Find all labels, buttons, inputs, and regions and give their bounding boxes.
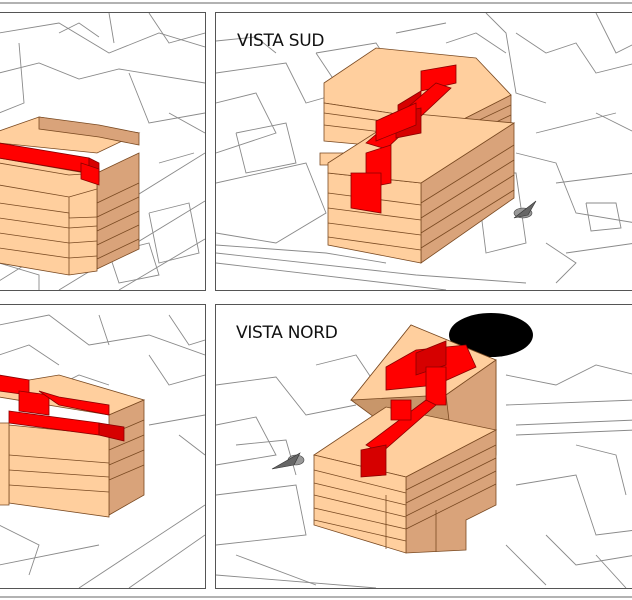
bottom-left-drawing [0,314,205,588]
top-right-drawing [216,13,632,290]
building-mass [0,116,141,276]
north-arrow-icon [271,452,305,470]
view-title-north: VISTA NORD [236,323,338,343]
building-mass [319,47,516,264]
site-map-lines [216,13,632,290]
building-mass [313,324,498,554]
panel-top-left [0,12,206,291]
site-map-lines [0,314,205,588]
panel-bottom-right: VISTA NORD [215,304,632,589]
bottom-right-drawing [216,313,632,588]
top-left-drawing [0,13,205,290]
site-map-lines [216,313,632,588]
view-title-south: VISTA SUD [237,31,325,51]
north-arrow-icon [513,200,537,219]
building-mass [0,374,146,518]
panel-top-right: VISTA SUD [215,12,632,291]
panel-bottom-left [0,304,206,589]
